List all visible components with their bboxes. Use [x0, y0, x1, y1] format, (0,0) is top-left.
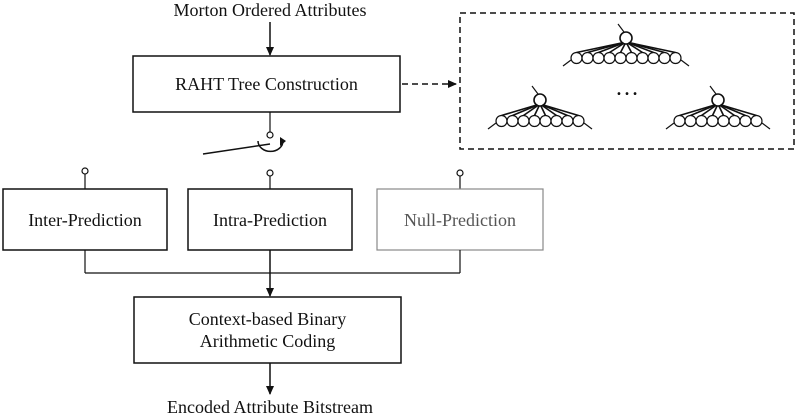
terminal-stems: [84, 174, 461, 189]
coding-box-label: Context-based Binary Arithmetic Coding: [134, 300, 401, 360]
intra-prediction-label: Intra-Prediction: [213, 209, 327, 230]
null-prediction-label: Null-Prediction: [404, 209, 516, 230]
switch-pivot: [266, 131, 274, 139]
selector-switch-icon: [202, 137, 286, 155]
merge-lines: [84, 250, 461, 274]
ellipsis: …: [615, 75, 639, 101]
null-prediction-box: [376, 188, 544, 251]
intra-prediction-box: [187, 188, 353, 251]
coding-box-line1: Context-based Binary: [188, 309, 347, 329]
branch-terminals: [81, 167, 464, 177]
output-label: Encoded Attribute Bitstream: [167, 397, 373, 417]
raht-box-label: RAHT Tree Construction: [175, 74, 358, 94]
tree-icons: [487, 23, 771, 130]
coding-box-line2: Arithmetic Coding: [199, 331, 336, 351]
raht-tree-construction-box: [132, 55, 401, 113]
inter-prediction-label: Inter-Prediction: [28, 209, 142, 230]
tree-icon-right: [665, 85, 771, 130]
input-label: Morton Ordered Attributes: [173, 0, 367, 20]
tree-icon-left: [487, 85, 593, 130]
tree-icon-top: [562, 23, 690, 67]
arithmetic-coding-box: [133, 296, 402, 364]
